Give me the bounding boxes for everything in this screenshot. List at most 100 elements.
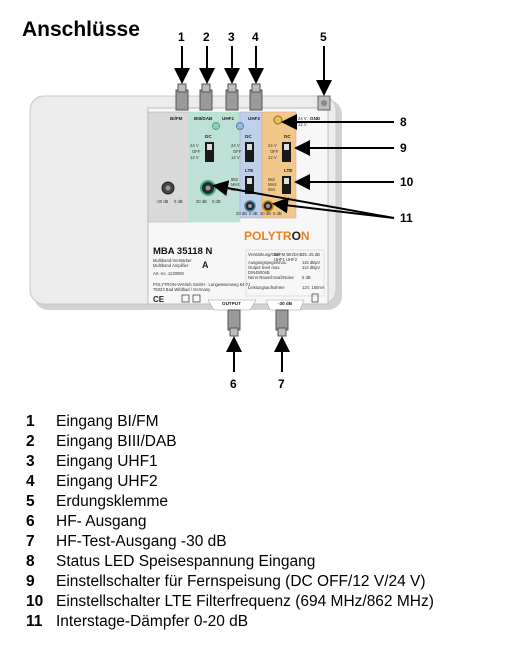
connector-uhf2[interactable] (249, 83, 263, 111)
legend-text: Eingang BIII/DAB (56, 433, 177, 450)
callout-10: 10 (400, 175, 414, 189)
lte-switch-blue[interactable]: LTE (245, 168, 254, 194)
cert-mark-square (181, 294, 190, 303)
legend-item: 11 Interstage-Dämpfer 0-20 dB (26, 612, 506, 632)
model-name: MBA 35118 N (153, 246, 212, 257)
attenuator-bifm[interactable] (161, 181, 175, 195)
dc-switch-green[interactable]: DC (205, 134, 214, 162)
bin-icon (311, 293, 319, 303)
callout-5: 5 (320, 30, 327, 44)
svg-text:LTE: LTE (245, 168, 253, 173)
callout-arrows (174, 46, 395, 372)
svg-text:114 dBµV: 114 dBµV (302, 265, 320, 270)
callout-9: 9 (400, 141, 407, 155)
atten-green-max: 20 dB (196, 199, 207, 204)
lte-option-mhz-blue: MHz (231, 182, 240, 187)
atten-blue-min: 0 dB (249, 211, 258, 216)
led-voltage-24: 24 V (298, 116, 307, 121)
output-label: OUTPUT (222, 301, 241, 306)
legend-number: 6 (26, 513, 35, 530)
label-gnd: GND (310, 116, 321, 121)
callout-4: 4 (252, 30, 259, 44)
atten-orange-min: 0 dB (273, 211, 282, 216)
attenuator-orange[interactable] (262, 200, 274, 212)
connector-bdab[interactable] (199, 83, 213, 111)
legend-item: 10 Einstellschalter LTE Filterfrequenz (6… (26, 592, 506, 612)
dc-option-24-green: 24 V (190, 143, 199, 148)
svg-text:Nenn-Rauschmaß/Noise: Nenn-Rauschmaß/Noise (248, 275, 295, 280)
dc-option-24-blue: 24 V (231, 143, 240, 148)
label-bifm: BI/FM (170, 116, 183, 121)
svg-text:35..35 dB: 35..35 dB (302, 252, 320, 257)
svg-text:UHF1 UHF2: UHF1 UHF2 (274, 257, 298, 262)
brand-logo: POLYTRON (244, 229, 310, 243)
energy-class: A (202, 260, 209, 270)
dc-option-12-blue: 12 V (231, 155, 240, 160)
callout-11: 11 (400, 211, 413, 225)
desc-en: Multiband Amplifier (153, 263, 189, 268)
output-label-tab (207, 299, 257, 311)
svg-text:POLYTRON: POLYTRON (244, 229, 310, 243)
svg-text:12V, 160mA: 12V, 160mA (302, 285, 325, 290)
ground-terminal[interactable] (317, 95, 331, 111)
callout-6: 6 (230, 377, 237, 391)
legend-text: Erdungsklemme (56, 493, 168, 510)
lte-switch-orange[interactable]: LTE (282, 168, 292, 194)
legend-text: HF- Ausgang (56, 513, 147, 530)
legend-text: Status LED Speisespannung Eingang (56, 553, 316, 570)
ce-mark: CE (153, 295, 165, 304)
led-voltage-12: 12 V (298, 122, 307, 127)
connector-test[interactable] (275, 309, 289, 337)
lte-option-694-orange: 694 (268, 187, 276, 192)
maker-line-2: 75323 Bad Wildbad / Germany (153, 287, 211, 292)
dc-option-24-orange: 24 V (268, 143, 277, 148)
legend-text: Eingang UHF1 (56, 453, 158, 470)
attenuator-blue[interactable] (244, 200, 256, 212)
legend-number: 9 (26, 573, 35, 590)
legend-number: 7 (26, 533, 35, 550)
dc-option-off-green: OFF (192, 149, 201, 154)
amplifier-diagram: BI/FM BIII/DAB UHF1 UHF2 GND 24 V 12 V D… (29, 30, 414, 391)
article-number: Art.-no. 1130060 (153, 271, 185, 276)
svg-text:Leistungsaufnahme: Leistungsaufnahme (248, 285, 285, 290)
attenuator-green[interactable] (200, 180, 216, 196)
connector-output[interactable] (227, 309, 241, 337)
legend-number: 10 (26, 593, 44, 610)
legend-number: 8 (26, 553, 35, 570)
atten-left-min: -30 dB (156, 199, 169, 204)
legend-text: Interstage-Dämpfer 0-20 dB (56, 613, 249, 630)
lte-option-862-blue: 862 (231, 177, 239, 182)
atten-green-min: 0 dB (212, 199, 221, 204)
svg-text:DC: DC (284, 134, 291, 139)
dc-switch-orange[interactable]: DC (282, 134, 291, 162)
legend-number: 5 (26, 493, 35, 510)
legend-text: Einstellschalter LTE Filterfrequenz (694… (56, 593, 434, 610)
svg-text:DC: DC (245, 134, 252, 139)
dc-option-12-orange: 12 V (268, 155, 277, 160)
page-title: Anschlüsse (22, 18, 140, 41)
svg-text:Ausgangspegel/max.: Ausgangspegel/max. (248, 260, 287, 265)
atten-orange-max: 20 dB (260, 211, 271, 216)
connector-bifm[interactable] (175, 83, 189, 111)
legend-item: 2 Eingang BIII/DAB (26, 432, 506, 452)
legend-number: 4 (26, 473, 35, 490)
dc-switch-blue[interactable]: DC (245, 134, 254, 162)
maker-line-1: POLYTRON-Vertrieb GmbH · Langwiesenweg 6… (153, 282, 251, 287)
lte-option-862-orange: 862 (268, 177, 276, 182)
legend-number: 2 (26, 433, 35, 450)
callout-3: 3 (228, 30, 235, 44)
connector-uhf1[interactable] (225, 83, 239, 111)
legend-text: Eingang BI/FM (56, 413, 159, 430)
spec-table: Verstärkung/Gain Ausgangspegel/max. Outp… (245, 249, 325, 297)
test-label-tab (265, 299, 305, 311)
legend-number: 11 (26, 613, 43, 630)
svg-text:Output level max.: Output level max. (248, 265, 281, 270)
atten-blue-max: 20 dB (236, 211, 247, 216)
legend-item: 9 Einstellschalter für Fernspeisung (DC O… (26, 572, 506, 592)
lte-option-mhz-orange: MHz (268, 182, 277, 187)
label-bdab: BIII/DAB (194, 116, 213, 121)
svg-text:BI/FM BIII/DAB: BI/FM BIII/DAB (274, 252, 303, 257)
dc-option-12-green: 12 V (190, 155, 199, 160)
legend-text: Einstellschalter für Fernspeisung (DC OF… (56, 573, 426, 590)
legend-text: HF-Test-Ausgang -30 dB (56, 533, 227, 550)
